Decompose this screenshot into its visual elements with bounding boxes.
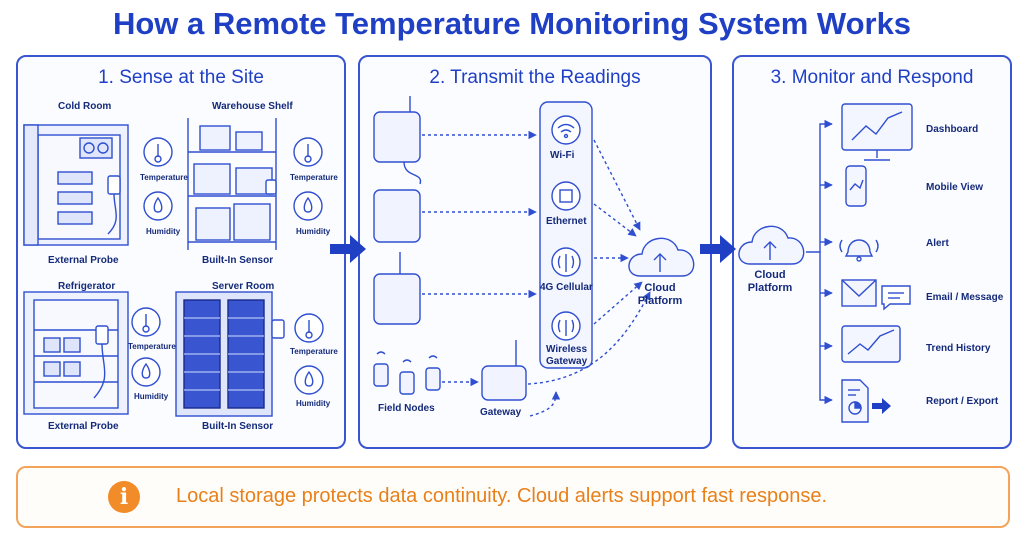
- banner-text: Local storage protects data continuity. …: [176, 485, 828, 507]
- channel-label: 4G Cellular: [540, 282, 593, 293]
- output-label-email: Email / Message: [926, 292, 1004, 303]
- temperature-label: Temperature: [128, 342, 176, 351]
- panel-sense-title: 1. Sense at the Site: [98, 67, 264, 88]
- output-label-alert: Alert: [926, 238, 949, 249]
- temperature-label: Temperature: [290, 173, 338, 182]
- temperature-label: Temperature: [140, 173, 188, 182]
- probe-label: External Probe: [48, 421, 119, 432]
- output-label-dashboard: Dashboard: [926, 124, 979, 135]
- temperature-label: Temperature: [290, 347, 338, 356]
- probe-label: Built-In Sensor: [202, 255, 274, 266]
- site-name: Warehouse Shelf: [212, 101, 293, 112]
- info-banner: i Local storage protects data continuity…: [16, 466, 1010, 528]
- channel-label: Ethernet: [546, 216, 587, 227]
- probe-label: External Probe: [48, 255, 119, 266]
- output-label-report: Report / Export: [926, 396, 999, 407]
- cloud-platform-label: Cloud Platform: [747, 269, 793, 294]
- humidity-label: Humidity: [296, 227, 331, 236]
- gateway-label: Gateway: [480, 407, 522, 418]
- humidity-label: Humidity: [134, 392, 169, 401]
- panel-transmit: 2. Transmit the Readings: [358, 55, 712, 449]
- panel-sense: 1. Sense at the Site: [16, 55, 346, 449]
- info-icon: i: [108, 481, 140, 513]
- probe-label: Built-In Sensor: [202, 421, 274, 432]
- field-nodes-label: Field Nodes: [378, 403, 435, 414]
- humidity-label: Humidity: [296, 399, 331, 408]
- output-label-trend: Trend History: [926, 343, 991, 354]
- channel-label: Wireless Gateway: [546, 344, 588, 367]
- cloud-platform-label: Cloud Platform: [637, 282, 683, 307]
- panel-monitor: 3. Monitor and Respond: [732, 55, 1012, 449]
- site-name: Refrigerator: [58, 281, 116, 292]
- panel-monitor-title: 3. Monitor and Respond: [770, 67, 974, 88]
- panel-transmit-title: 2. Transmit the Readings: [429, 67, 641, 88]
- site-name: Server Room: [212, 281, 275, 292]
- site-name: Cold Room: [58, 101, 112, 112]
- output-label-mobile: Mobile View: [926, 182, 984, 193]
- humidity-label: Humidity: [146, 227, 181, 236]
- page-title: How a Remote Temperature Monitoring Syst…: [112, 6, 912, 41]
- channel-label: Wi-Fi: [550, 150, 575, 161]
